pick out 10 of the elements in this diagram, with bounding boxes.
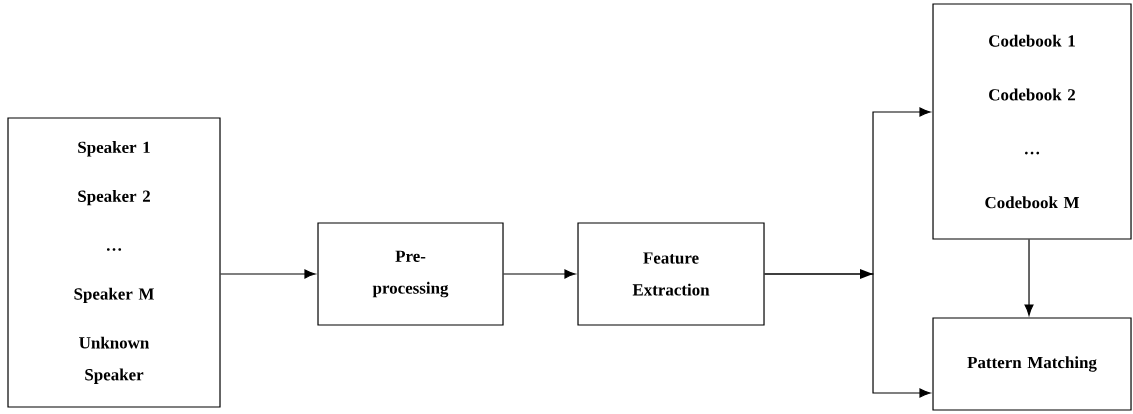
- process-box: Pattern Matching: [932, 317, 1132, 411]
- arrow: [764, 273, 931, 398]
- arrow: [220, 269, 316, 279]
- process-box: Codebook 1 Codebook 2 … Codebook M: [932, 3, 1132, 240]
- process-box: Speaker 1 Speaker 2 … Speaker M Unknown Speaker: [7, 117, 221, 408]
- arrowhead: [860, 269, 873, 279]
- arrow: [1024, 239, 1034, 316]
- arrow: [503, 269, 576, 279]
- process-box: Feature Extraction: [577, 222, 765, 326]
- process-box: Pre-processing: [317, 222, 504, 326]
